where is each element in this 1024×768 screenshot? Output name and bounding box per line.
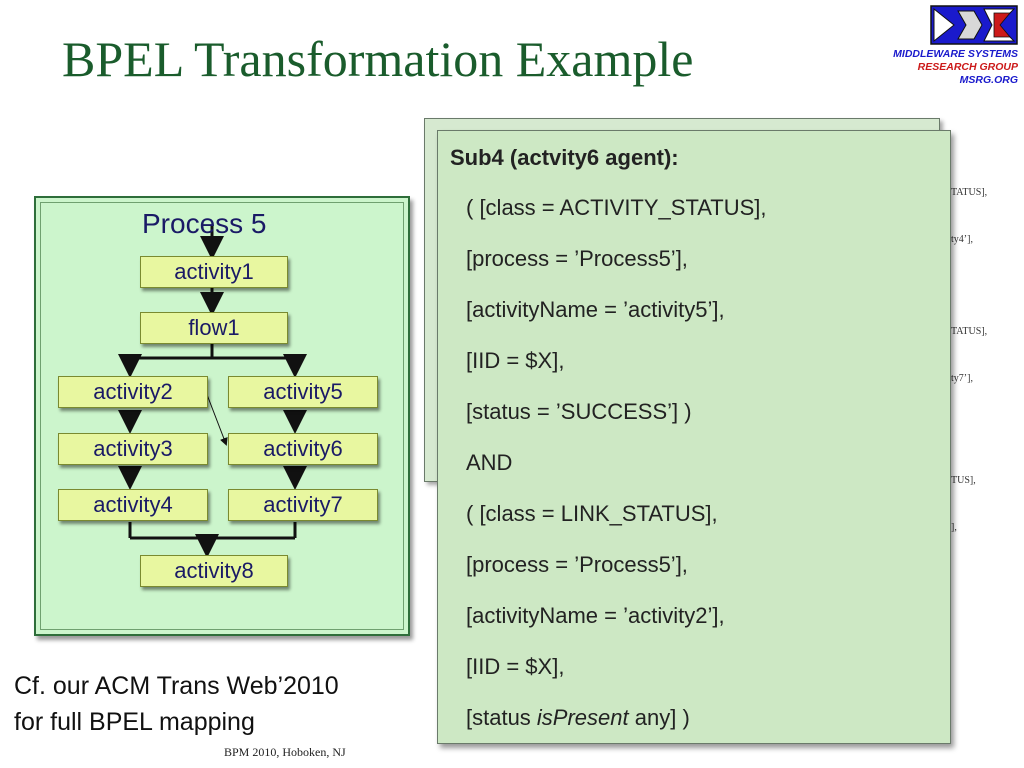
sub4-line: AND bbox=[466, 450, 513, 475]
activity-node-activity2: activity2 bbox=[58, 376, 208, 408]
sub4-line: ( [class = LINK_STATUS], bbox=[466, 501, 718, 526]
process-title: Process 5 bbox=[142, 208, 267, 239]
logo-line-1: MIDDLEWARE SYSTEMS bbox=[893, 48, 1018, 60]
back-fragment: ty4’], bbox=[951, 234, 973, 245]
activity-node-activity4: activity4 bbox=[58, 489, 208, 521]
back-fragment: TUS], bbox=[951, 475, 976, 486]
activity-node-activity7: activity7 bbox=[228, 489, 378, 521]
sub4-last-suffix: any] ) bbox=[628, 705, 690, 730]
sub4-subscription-panel: Sub4 (actvity6 agent): ( [class = ACTIVI… bbox=[437, 130, 951, 744]
sub4-line: [status = ’SUCCESS’] ) bbox=[466, 399, 692, 424]
slide-title: BPEL Transformation Example bbox=[62, 31, 694, 87]
back-fragment: ], bbox=[951, 522, 957, 533]
sub4-line: [process = ’Process5’], bbox=[466, 552, 688, 577]
sub4-last-prefix: [status bbox=[466, 705, 537, 730]
sub4-line: [process = ’Process5’], bbox=[466, 246, 688, 271]
process-inner-border bbox=[40, 202, 404, 630]
back-fragment: ty7’], bbox=[951, 373, 973, 384]
sub4-line: ( [class = ACTIVITY_STATUS], bbox=[466, 195, 767, 220]
logo-line-3: MSRG.ORG bbox=[959, 74, 1018, 86]
slide-footer: BPM 2010, Hoboken, NJ bbox=[224, 745, 346, 759]
sub4-last-italic: isPresent bbox=[536, 705, 629, 730]
msrg-logo bbox=[930, 5, 1018, 45]
activity-node-activity5: activity5 bbox=[228, 376, 378, 408]
msrg-logo-icon bbox=[930, 5, 1018, 45]
reference-line-1: Cf. our ACM Trans Web’2010 bbox=[14, 672, 339, 700]
activity-node-flow1: flow1 bbox=[140, 312, 288, 344]
activity-node-activity8: activity8 bbox=[140, 555, 288, 587]
back-fragment: TATUS], bbox=[951, 326, 988, 337]
logo-line-2: RESEARCH GROUP bbox=[917, 61, 1018, 73]
sub4-line: [activityName = ’activity5’], bbox=[466, 297, 725, 322]
sub4-last-line: [status isPresent any] ) bbox=[466, 705, 690, 731]
activity-node-activity1: activity1 bbox=[140, 256, 288, 288]
reference-note: Cf. our ACM Trans Web’2010 for full BPEL… bbox=[14, 668, 339, 740]
activity-node-activity3: activity3 bbox=[58, 433, 208, 465]
msrg-logo-text: MIDDLEWARE SYSTEMS RESEARCH GROUP MSRG.O… bbox=[893, 48, 1018, 87]
sub4-heading: Sub4 (actvity6 agent): bbox=[450, 145, 679, 170]
reference-line-2: for full BPEL mapping bbox=[14, 708, 255, 736]
sub4-line: [activityName = ’activity2’], bbox=[466, 603, 725, 628]
sub4-line: [IID = $X], bbox=[466, 654, 565, 679]
sub4-line: [IID = $X], bbox=[466, 348, 565, 373]
back-fragment: TATUS], bbox=[951, 187, 988, 198]
activity-node-activity6: activity6 bbox=[228, 433, 378, 465]
